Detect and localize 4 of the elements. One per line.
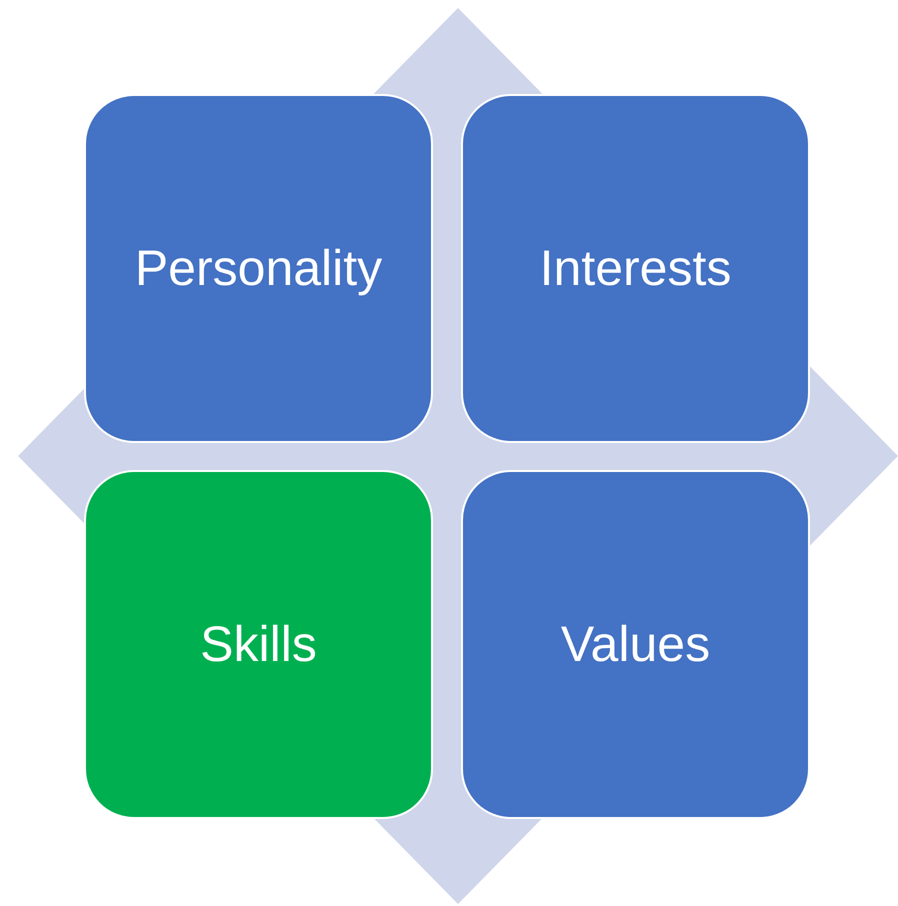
square-label: Interests bbox=[540, 241, 732, 296]
square-label: Skills bbox=[200, 617, 317, 672]
square-label: Personality bbox=[134, 241, 382, 296]
square-label: Values bbox=[560, 617, 710, 672]
